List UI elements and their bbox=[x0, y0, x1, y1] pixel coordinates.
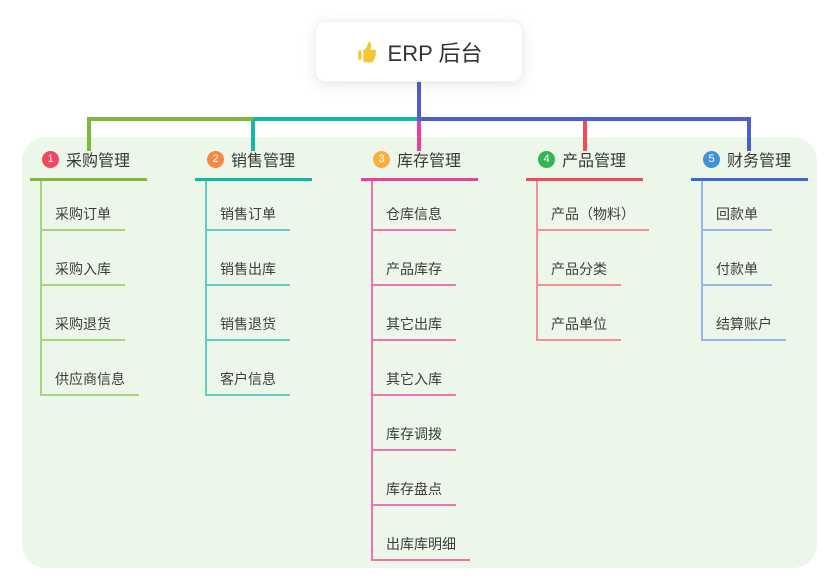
branch-header[interactable]: 2 销售管理 bbox=[195, 147, 312, 181]
branch-drop-line bbox=[747, 117, 751, 151]
branch-item[interactable]: 仓库信息 bbox=[371, 204, 456, 231]
root-node[interactable]: ERP 后台 bbox=[315, 21, 523, 82]
branch-item[interactable]: 付款单 bbox=[701, 259, 772, 286]
branch-number-badge: 3 bbox=[373, 150, 390, 168]
branch-spine-line bbox=[205, 179, 207, 396]
branch-item[interactable]: 其它出库 bbox=[371, 314, 456, 341]
branch-spine-line bbox=[701, 179, 703, 341]
branch-number-badge: 5 bbox=[703, 150, 720, 168]
branch-label: 销售管理 bbox=[231, 153, 296, 170]
branch-item[interactable]: 出库库明细 bbox=[371, 534, 470, 561]
branch-item[interactable]: 库存调拨 bbox=[371, 424, 456, 451]
branch-number-badge: 1 bbox=[42, 150, 59, 168]
branch-item[interactable]: 采购入库 bbox=[40, 259, 125, 286]
branch-item[interactable]: 产品（物料） bbox=[536, 204, 649, 231]
branch-item[interactable]: 结算账户 bbox=[701, 314, 786, 341]
branch-number-badge: 2 bbox=[207, 150, 224, 168]
branch-header[interactable]: 3 库存管理 bbox=[361, 147, 478, 181]
branch-item[interactable]: 产品分类 bbox=[536, 259, 621, 286]
branch-item[interactable]: 采购退货 bbox=[40, 314, 125, 341]
branch-drop-line bbox=[87, 117, 91, 151]
branch-spine-line bbox=[536, 179, 538, 341]
branch-label: 产品管理 bbox=[562, 153, 627, 170]
branch-header[interactable]: 1 采购管理 bbox=[30, 147, 147, 181]
connector-horizontal-left bbox=[87, 117, 253, 121]
branch-drop-line bbox=[251, 117, 255, 151]
branch-spine-line bbox=[40, 179, 42, 396]
branch-item[interactable]: 供应商信息 bbox=[40, 369, 139, 396]
branch-item[interactable]: 其它入库 bbox=[371, 369, 456, 396]
connector-horizontal-mid bbox=[253, 117, 417, 121]
root-label: ERP 后台 bbox=[387, 40, 483, 66]
branch-item[interactable]: 产品单位 bbox=[536, 314, 621, 341]
branch-item[interactable]: 销售订单 bbox=[205, 204, 290, 231]
root-connector-line bbox=[417, 82, 421, 121]
branch-item[interactable]: 销售出库 bbox=[205, 259, 290, 286]
branch-number-badge: 4 bbox=[538, 150, 555, 168]
branch-spine-line bbox=[371, 179, 373, 561]
branch-header[interactable]: 4 产品管理 bbox=[526, 147, 643, 181]
branch-item[interactable]: 库存盘点 bbox=[371, 479, 456, 506]
branch-item[interactable]: 产品库存 bbox=[371, 259, 456, 286]
branch-label: 财务管理 bbox=[727, 153, 792, 170]
branch-label: 采购管理 bbox=[66, 153, 131, 170]
thumbs-up-icon bbox=[356, 41, 378, 63]
connector-horizontal-right bbox=[417, 117, 751, 121]
branch-item[interactable]: 销售退货 bbox=[205, 314, 290, 341]
branch-item[interactable]: 采购订单 bbox=[40, 204, 125, 231]
branch-item[interactable]: 回款单 bbox=[701, 204, 772, 231]
branch-label: 库存管理 bbox=[397, 153, 462, 170]
branch-item[interactable]: 客户信息 bbox=[205, 369, 290, 396]
branch-drop-line bbox=[417, 121, 421, 151]
branches-panel-background bbox=[22, 137, 817, 568]
branch-header[interactable]: 5 财务管理 bbox=[691, 147, 808, 181]
branch-drop-line bbox=[583, 117, 587, 151]
